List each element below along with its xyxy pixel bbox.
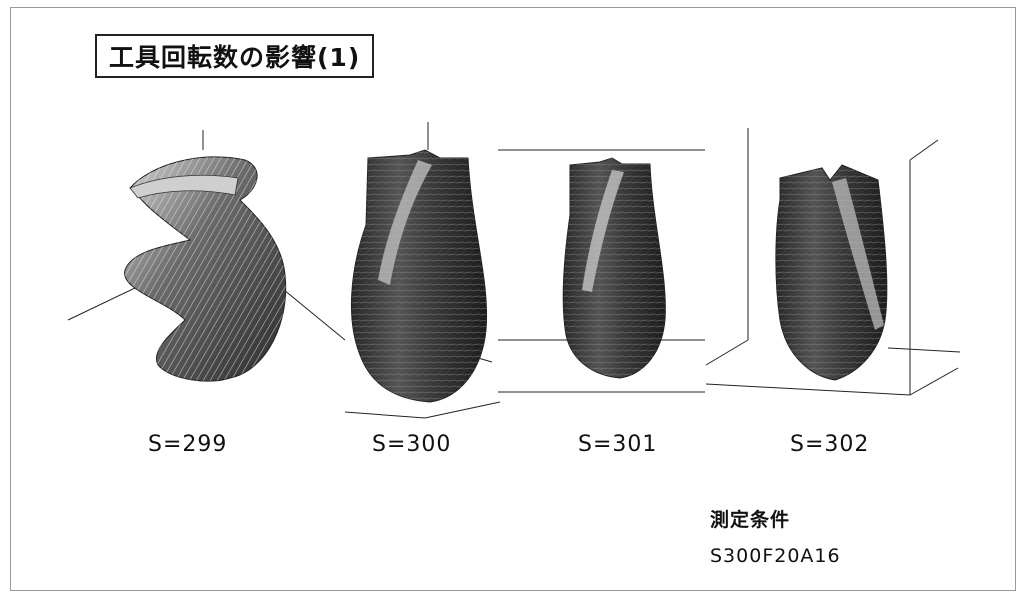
caption-s299: S=299: [148, 432, 228, 457]
slide-title: 工具回転数の影響(1): [95, 34, 375, 78]
caption-s301: S=301: [578, 432, 658, 457]
figure-s300: [344, 122, 501, 419]
slide-frame: [10, 7, 1016, 591]
conditions-value: S300F20A16: [710, 545, 841, 567]
figure-s299: [67, 130, 346, 382]
caption-s302: S=302: [790, 432, 870, 457]
figure-s301: [498, 149, 705, 393]
caption-s300: S=300: [372, 432, 452, 457]
conditions-label: 測定条件: [710, 509, 791, 531]
figure-s302: [705, 128, 961, 396]
